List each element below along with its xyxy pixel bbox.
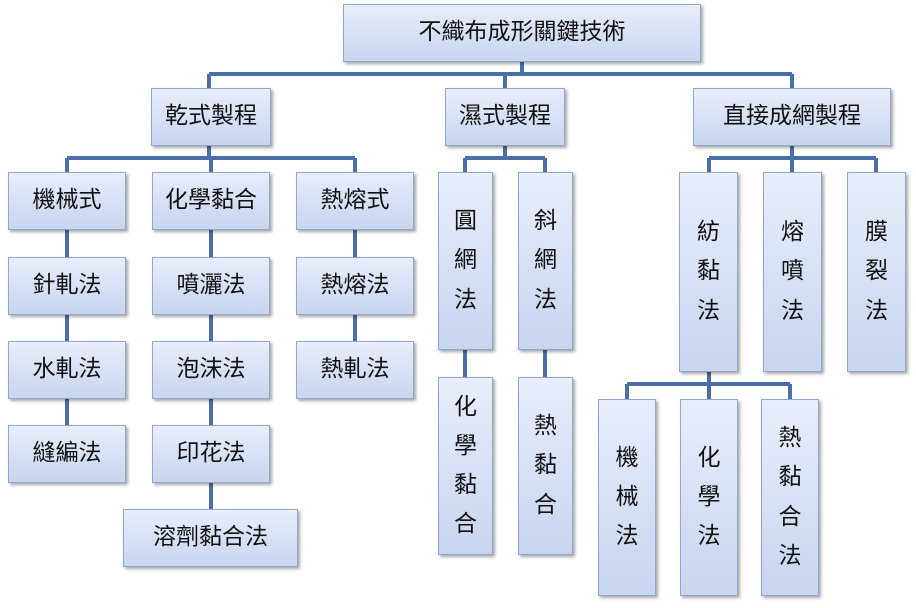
meltblown-method: 熔噴法: [763, 172, 822, 372]
category-direct-web-process: 直接成網製程: [693, 88, 891, 146]
spunbond-method: 紡黏法: [679, 172, 738, 372]
print-method: 印花法: [152, 425, 270, 483]
round-screen-method: 圓網法: [438, 172, 493, 350]
solvent-bonding-method: 溶劑黏合法: [123, 509, 298, 567]
category-wet-process: 濕式製程: [445, 88, 565, 146]
foam-method: 泡沫法: [152, 341, 270, 399]
inclined-screen-method: 斜網法: [518, 172, 573, 350]
spunbond-thermal-bonding-method: 熱黏合法: [761, 399, 819, 596]
dry-mechanical: 機械式: [8, 172, 126, 230]
calender-method: 熱軋法: [296, 341, 414, 399]
dry-chemical-bonding: 化學黏合: [152, 172, 270, 230]
root-node: 不織布成形關鍵技術: [343, 4, 701, 62]
hot-melt-method: 熱熔法: [296, 257, 414, 315]
film-split-method: 膜裂法: [847, 172, 906, 372]
stitch-bond-method: 縫編法: [8, 425, 126, 483]
needle-punch-method: 針軋法: [8, 257, 126, 315]
dry-thermal-bonding: 熱熔式: [296, 172, 414, 230]
spunbond-mechanical-method: 機械法: [598, 399, 656, 596]
wet-chemical-bonding: 化學黏合: [438, 377, 493, 555]
spray-method: 噴灑法: [152, 257, 270, 315]
category-dry-process: 乾式製程: [151, 88, 271, 146]
wet-thermal-bonding: 熱黏合: [518, 377, 573, 555]
spunbond-chemical-method: 化學法: [680, 399, 738, 596]
hydroentangle-method: 水軋法: [8, 341, 126, 399]
